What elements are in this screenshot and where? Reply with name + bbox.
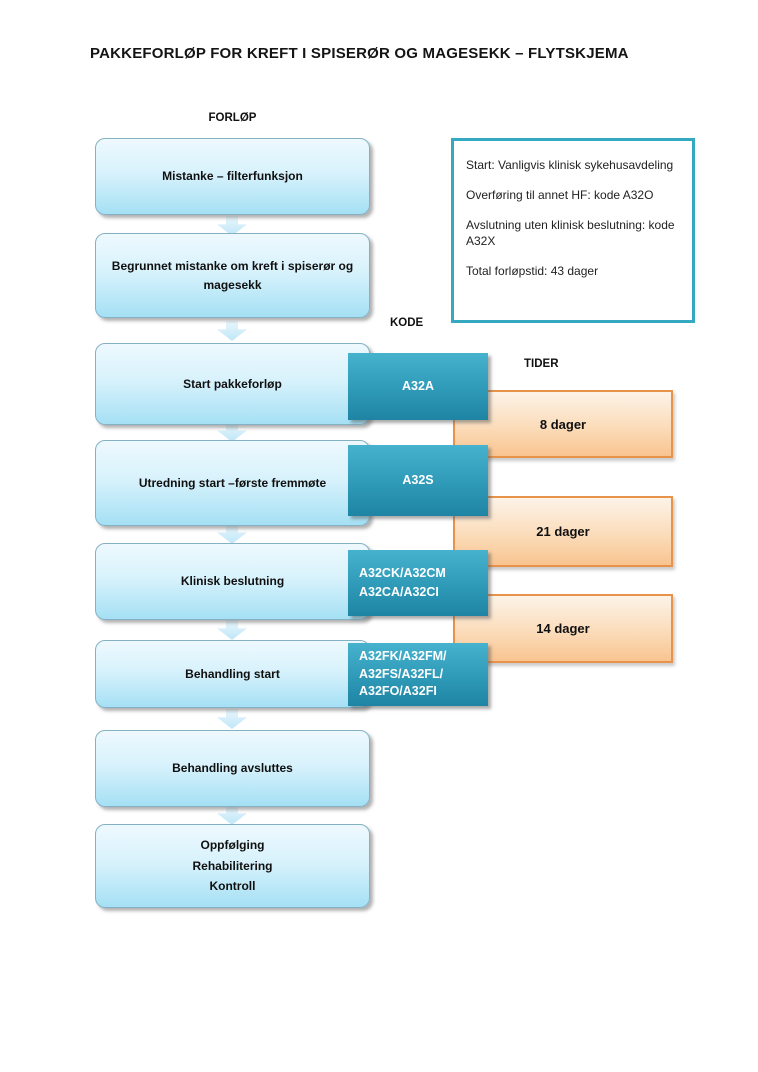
info-line-avslutning: Avslutning uten klinisk beslutning: kode… (466, 217, 675, 249)
duration-box-21-dager: 21 dager (453, 496, 673, 567)
page-title: PAKKEFORLØP FOR KREFT I SPISERØR OG MAGE… (90, 45, 629, 62)
column-label-tider: TIDER (524, 358, 559, 370)
info-line-total-forlopstid: Total forløpstid: 43 dager (466, 264, 599, 279)
info-box: Start: Vanligvis klinisk sykehusavdeling… (451, 138, 695, 323)
down-arrow-icon (217, 620, 247, 640)
down-arrow-icon (217, 321, 247, 341)
flow-step-begrunnet-mistanke: Begrunnet mistanke om kreft i spiserør o… (95, 233, 370, 318)
down-arrow-icon (217, 709, 247, 729)
down-arrow-icon (217, 805, 247, 825)
flow-step-start-pakkeforlop: Start pakkeforløp (95, 343, 370, 425)
code-badge-a32a: A32A (348, 353, 488, 420)
column-label-kode: KODE (390, 317, 424, 329)
flow-step-klinisk-beslutning: Klinisk beslutning (95, 543, 370, 620)
info-line-overforing: Overføring til annet HF: kode A32O (466, 187, 654, 202)
flow-step-mistanke-filterfunksjon: Mistanke – filterfunksjon (95, 138, 370, 215)
duration-box-8-dager: 8 dager (453, 390, 673, 458)
info-line-start: Start: Vanligvis klinisk sykehusavdeling (466, 158, 674, 172)
code-badge-klinisk-beslutning-codes: A32CK/A32CM A32CA/A32CI (348, 550, 488, 616)
down-arrow-icon (217, 422, 247, 442)
flow-step-utredning-start: Utredning start –første fremmøte (95, 440, 370, 526)
column-label-forlop: FORLØP (208, 112, 257, 124)
flow-step-oppfolging-rehabilitering-kontroll: Oppfølging Rehabilitering Kontroll (95, 824, 370, 908)
code-badge-behandling-start-codes: A32FK/A32FM/ A32FS/A32FL/ A32FO/A32FI (348, 643, 488, 706)
flow-step-behandling-start: Behandling start (95, 640, 370, 708)
down-arrow-icon (217, 524, 247, 544)
duration-box-14-dager: 14 dager (453, 594, 673, 663)
flow-step-behandling-avsluttes: Behandling avsluttes (95, 730, 370, 807)
code-badge-a32s: A32S (348, 445, 488, 516)
